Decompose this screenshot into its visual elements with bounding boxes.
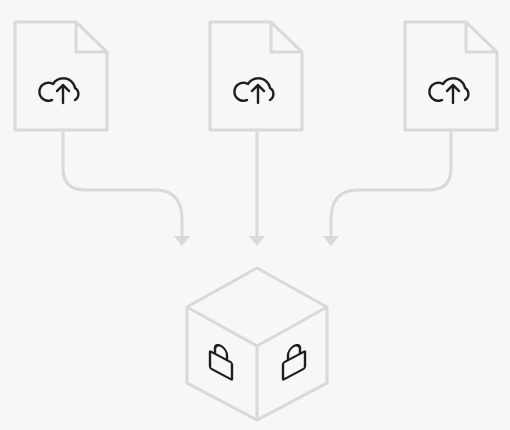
cube-inner-edges — [186, 305, 328, 420]
arrowhead-left — [174, 236, 190, 246]
padlock-icon — [281, 343, 307, 381]
document-1 — [13, 20, 109, 132]
document-fold — [74, 22, 107, 54]
document-fold — [269, 22, 302, 54]
document-fold — [464, 22, 497, 54]
cloud-upload-icon — [428, 77, 470, 105]
cloud-upload-icon — [233, 77, 275, 105]
storage-cube — [185, 266, 329, 422]
connector-right — [329, 130, 453, 238]
document-outline — [13, 20, 109, 132]
padlock-icon — [208, 343, 234, 381]
document-2 — [208, 20, 304, 132]
arrowhead-right — [323, 236, 339, 246]
arrowhead-center — [249, 236, 265, 246]
cloud-upload-icon — [38, 77, 80, 105]
document-outline — [403, 20, 499, 132]
document-3 — [403, 20, 499, 132]
document-outline — [208, 20, 304, 132]
connector-left — [61, 130, 184, 238]
